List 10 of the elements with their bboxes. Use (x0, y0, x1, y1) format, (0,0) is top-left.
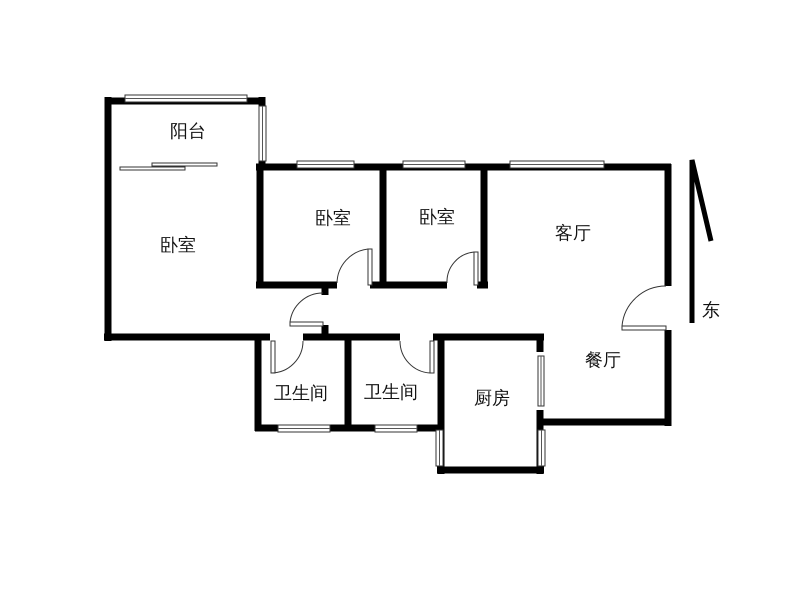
room-label: 餐厅 (585, 349, 621, 372)
room-label: 卫生间 (364, 381, 418, 404)
room-label: 卧室 (315, 207, 351, 230)
room-label: 厨房 (474, 387, 510, 410)
direction-label: 东 (702, 299, 720, 322)
room-label: 卫生间 (274, 382, 328, 405)
room-label: 卧室 (419, 206, 455, 229)
room-label: 卧室 (160, 234, 196, 257)
room-label: 阳台 (170, 120, 206, 143)
room-label: 客厅 (555, 222, 591, 245)
